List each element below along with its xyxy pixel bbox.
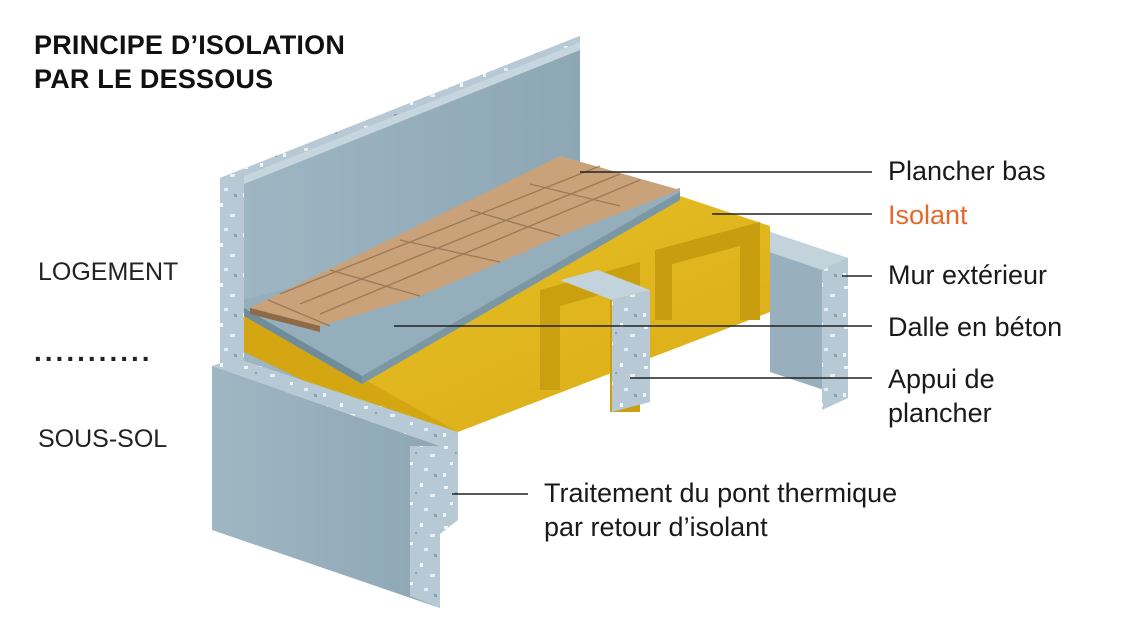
callout-traitement-line-2: par retour d’isolant — [544, 512, 768, 542]
callout-traitement-line-1: Traitement du pont thermique — [544, 478, 898, 508]
title-line-2: PAR LE DESSOUS — [34, 64, 274, 94]
callout-traitement: Traitement du pont thermique par retour … — [544, 476, 897, 544]
zone-separator: ........... — [34, 336, 153, 367]
callout-appui-plancher: Appui de plancher — [888, 362, 995, 430]
title-line-1: PRINCIPE D’ISOLATION — [34, 30, 346, 60]
zone-sous-sol: SOUS-SOL — [38, 425, 168, 453]
callout-appui-line-1: Appui de — [888, 364, 995, 394]
right-wall — [746, 232, 848, 410]
zone-logement: LOGEMENT — [38, 258, 179, 286]
callout-dalle-beton: Dalle en béton — [888, 312, 1063, 342]
callout-appui-line-2: plancher — [888, 398, 992, 428]
callout-plancher-bas: Plancher bas — [888, 156, 1046, 186]
leader-lines — [394, 171, 872, 495]
wood-floor — [250, 156, 680, 332]
front-wall — [212, 358, 458, 608]
callout-isolant: Isolant — [888, 200, 968, 230]
callout-mur-exterieur: Mur extérieur — [888, 260, 1048, 290]
concrete-slab — [244, 188, 680, 384]
diagram-title: PRINCIPE D’ISOLATION PAR LE DESSOUS — [34, 28, 345, 96]
beam-support — [560, 270, 650, 412]
